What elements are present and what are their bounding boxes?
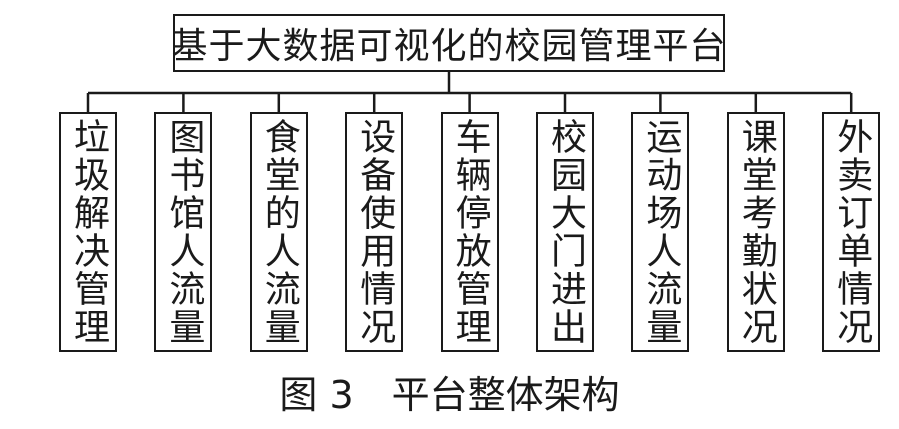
child-node: 图书馆人流量 <box>154 112 213 352</box>
child-node: 运动场人流量 <box>631 112 690 352</box>
figure-caption: 图 3 平台整体架构 <box>279 372 620 417</box>
child-node: 校园大门进出 <box>536 112 594 352</box>
child-node-label: 食堂的人流量 <box>258 118 300 346</box>
child-node: 外卖订单情况 <box>822 112 881 352</box>
child-node: 食堂的人流量 <box>249 112 308 352</box>
child-node-label: 运动场人流量 <box>640 118 682 346</box>
child-node: 课堂考勤状况 <box>726 112 785 352</box>
child-node: 车辆停放管理 <box>440 112 499 352</box>
child-node-label: 车辆停放管理 <box>449 118 491 346</box>
root-node: 基于大数据可视化的校园管理平台 <box>171 14 727 72</box>
child-node: 设备使用情况 <box>345 112 404 352</box>
child-node-label: 设备使用情况 <box>354 118 396 346</box>
child-node-label: 垃圾解决管理 <box>68 118 109 346</box>
child-node-label: 图书馆人流量 <box>163 118 205 346</box>
child-node-label: 校园大门进出 <box>545 118 586 346</box>
root-node-label: 基于大数据可视化的校园管理平台 <box>171 26 727 67</box>
child-node-label: 外卖订单情况 <box>831 118 873 346</box>
child-node-label: 课堂考勤状况 <box>735 118 777 346</box>
child-node: 垃圾解决管理 <box>59 112 117 352</box>
